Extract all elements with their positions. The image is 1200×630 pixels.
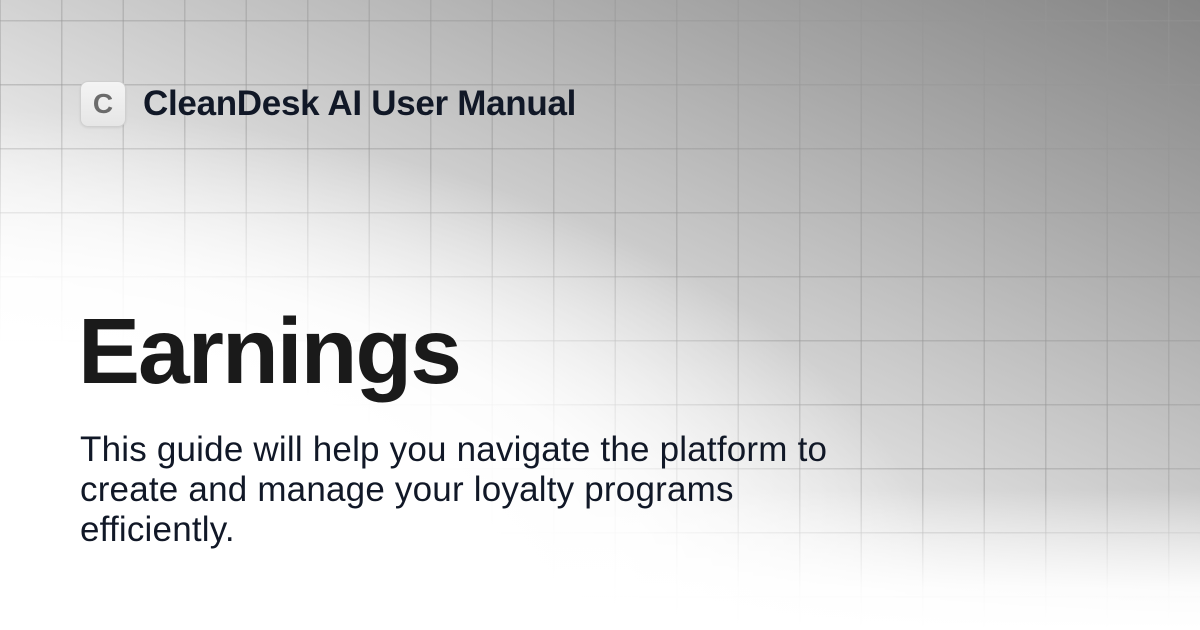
bottom-fade-overlay [0,490,1200,630]
brand-header: C CleanDesk AI User Manual [80,80,576,128]
logo-letter: C [92,88,114,119]
page-title: Earnings [78,299,462,403]
logo-icon: C [80,81,126,127]
page-description: This guide will help you navigate the pl… [80,430,828,549]
manual-title: CleanDesk AI User Manual [143,84,577,123]
